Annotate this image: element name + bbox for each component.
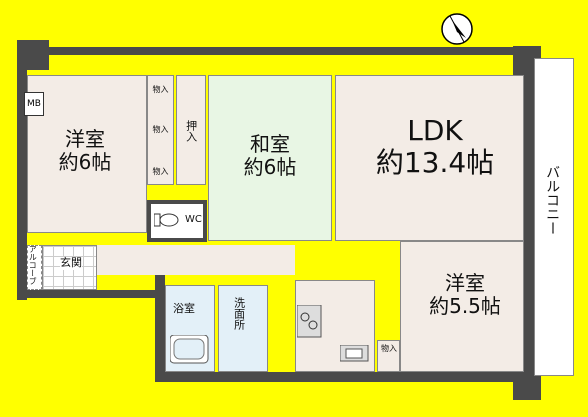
closet-b-label: 物入 — [381, 344, 397, 353]
wall-top-left — [17, 47, 537, 55]
wall-corner-nw — [17, 40, 49, 70]
closet-column — [147, 75, 174, 185]
room-ldk — [335, 75, 524, 241]
room-japanese-label: 和室 約6帖 — [230, 133, 310, 179]
bath-label: 浴室 — [173, 302, 195, 315]
closet-label-1: 物入 — [152, 85, 169, 94]
wall-bottom — [155, 372, 535, 382]
room-ldk-name: LDK — [407, 114, 463, 147]
room-ldk-size: 約13.4帖 — [375, 146, 495, 180]
sink-icon — [339, 344, 370, 367]
toilet-icon — [153, 210, 180, 234]
north-arrow-icon — [441, 13, 473, 45]
closet-label-2: 物入 — [152, 125, 169, 134]
oshiire-label: 押入 — [184, 120, 198, 142]
wall-left — [17, 47, 27, 300]
room-western-b — [400, 241, 524, 372]
washroom-label: 洗面所 — [232, 297, 246, 330]
room-western-a-name: 洋室 — [65, 127, 105, 151]
balcony — [534, 58, 574, 376]
room-ldk-label: LDK 約13.4帖 — [365, 114, 505, 180]
wall-entry-bottom — [17, 290, 165, 298]
mb-box: MB — [24, 92, 44, 116]
washroom — [218, 285, 268, 372]
entrance-label: 玄関 — [60, 256, 82, 270]
room-japanese-size: 約6帖 — [243, 155, 297, 179]
room-japanese — [208, 75, 332, 241]
room-western-a — [27, 75, 147, 233]
wall-right — [524, 70, 534, 388]
closet-label-3: 物入 — [152, 167, 169, 176]
closet-b — [377, 340, 400, 372]
wall-bottom-left — [155, 272, 165, 382]
wc-label: WC — [185, 214, 202, 225]
oshiire — [176, 75, 206, 185]
alcove — [27, 245, 42, 290]
alcove-label: アルコーブ — [28, 245, 38, 285]
room-western-a-size: 約6帖 — [58, 150, 112, 174]
compass — [440, 12, 474, 46]
room-western-b-size: 約5.5帖 — [429, 294, 501, 318]
corridor — [97, 245, 295, 275]
stove-icon — [296, 304, 323, 343]
room-japanese-name: 和室 — [250, 132, 290, 156]
mb-label: MB — [27, 99, 41, 109]
balcony-label: バルコニー — [544, 165, 561, 235]
room-western-b-name: 洋室 — [445, 271, 485, 295]
bathtub-icon — [169, 334, 210, 369]
room-western-b-label: 洋室 約5.5帖 — [415, 272, 515, 318]
room-western-a-label: 洋室 約6帖 — [45, 128, 125, 174]
